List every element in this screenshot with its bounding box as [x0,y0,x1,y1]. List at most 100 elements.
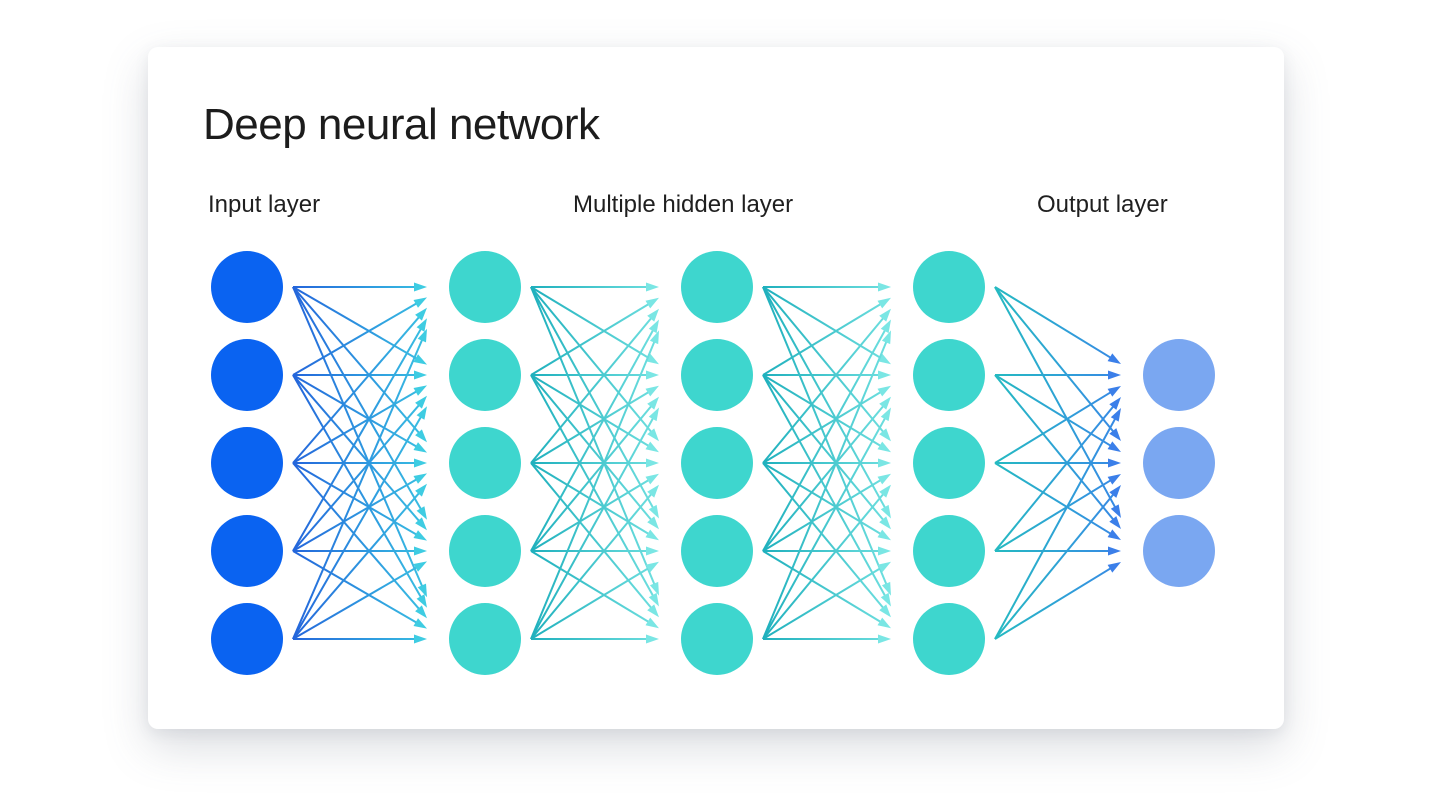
arrowhead [647,308,659,322]
connection-line [292,286,422,436]
arrowhead [648,504,659,519]
arrowhead [413,561,427,572]
arrowhead [415,483,427,497]
connection-line [762,374,884,449]
arrowhead [878,634,891,644]
arrowhead [645,529,659,541]
arrowhead [879,396,891,410]
connection-line [530,462,655,612]
label-input-layer: Input layer [208,191,321,218]
arrowhead [647,428,659,442]
connection-line [994,286,1114,361]
arrowhead [1107,562,1121,573]
arrowhead [414,458,427,468]
connection-line [530,414,656,640]
connection-line [762,462,887,612]
connection-line [292,374,420,449]
arrowhead [415,395,427,409]
hidden-2-node [681,339,753,411]
arrowhead [649,330,659,345]
connection-line [292,301,420,376]
arrowhead [878,546,891,556]
connection-line [530,374,656,600]
connection-line [762,286,887,436]
connection-line [762,338,889,640]
connection-line [994,374,1117,523]
connection-line [292,413,424,640]
arrowhead [413,442,427,453]
arrowhead [879,308,891,322]
connection-line [292,374,422,524]
connection-line [762,477,884,552]
arrowhead [416,506,427,520]
connection-line [994,462,1114,537]
arrowhead [880,592,891,607]
connection-line [530,477,652,552]
connection-line [762,326,888,552]
connection-line [994,403,1117,552]
connection-line [292,550,420,625]
arrowhead [878,370,891,380]
arrowhead [877,529,891,541]
connection-line [292,336,425,640]
arrowhead [1108,370,1121,380]
connection-line [292,462,422,612]
arrowhead [1109,428,1121,441]
arrowhead [1109,397,1121,410]
arrowhead [413,473,427,484]
arrowhead [645,297,659,309]
connection-line [530,286,652,361]
hidden-3-node [913,427,985,499]
arrowhead [414,546,427,556]
hidden-1-node [449,339,521,411]
connection-line [530,314,655,464]
arrowhead [414,634,427,644]
connection-line [994,477,1114,552]
connection-line [530,286,656,512]
arrowhead [1107,441,1121,452]
arrowhead [645,473,659,485]
hidden-2-node [681,427,753,499]
layer-output [1143,339,1215,587]
connection-line [762,402,887,552]
connection-line [762,414,888,640]
arrowhead [416,406,427,420]
connection-line [292,462,420,537]
diagram-title: Deep neural network [203,100,600,149]
connection-line [762,286,888,512]
connection-line [994,389,1114,464]
arrowhead [1107,386,1121,397]
layer-hidden-1 [449,251,521,675]
arrowhead [1110,504,1121,518]
connection-line [994,374,1114,449]
arrowhead [1109,485,1121,498]
connection-line [994,565,1114,640]
layer-input [211,251,283,675]
arrowhead [417,583,427,598]
arrowhead [415,429,427,443]
arrowhead [414,282,427,292]
hidden-2-node [681,515,753,587]
arrowhead [878,458,891,468]
hidden-2-node [681,603,753,675]
arrowhead [646,546,659,556]
connection-line [762,550,884,625]
input-node [211,339,283,411]
arrowhead [647,604,659,618]
connections-hidden-1-to-hidden-2 [530,282,659,644]
arrowhead [1108,458,1121,468]
arrowhead [878,282,891,292]
arrowhead [648,592,659,607]
label-hidden-layer: Multiple hidden layer [573,191,794,218]
output-node [1143,339,1215,411]
arrowhead [645,617,659,629]
arrowhead [877,385,891,397]
arrowhead [413,618,427,629]
connection-line [994,286,1118,511]
arrowhead [413,354,427,365]
arrowhead [1110,408,1121,422]
connection-line [994,286,1117,435]
arrowhead [647,396,659,410]
arrowhead [879,484,891,498]
